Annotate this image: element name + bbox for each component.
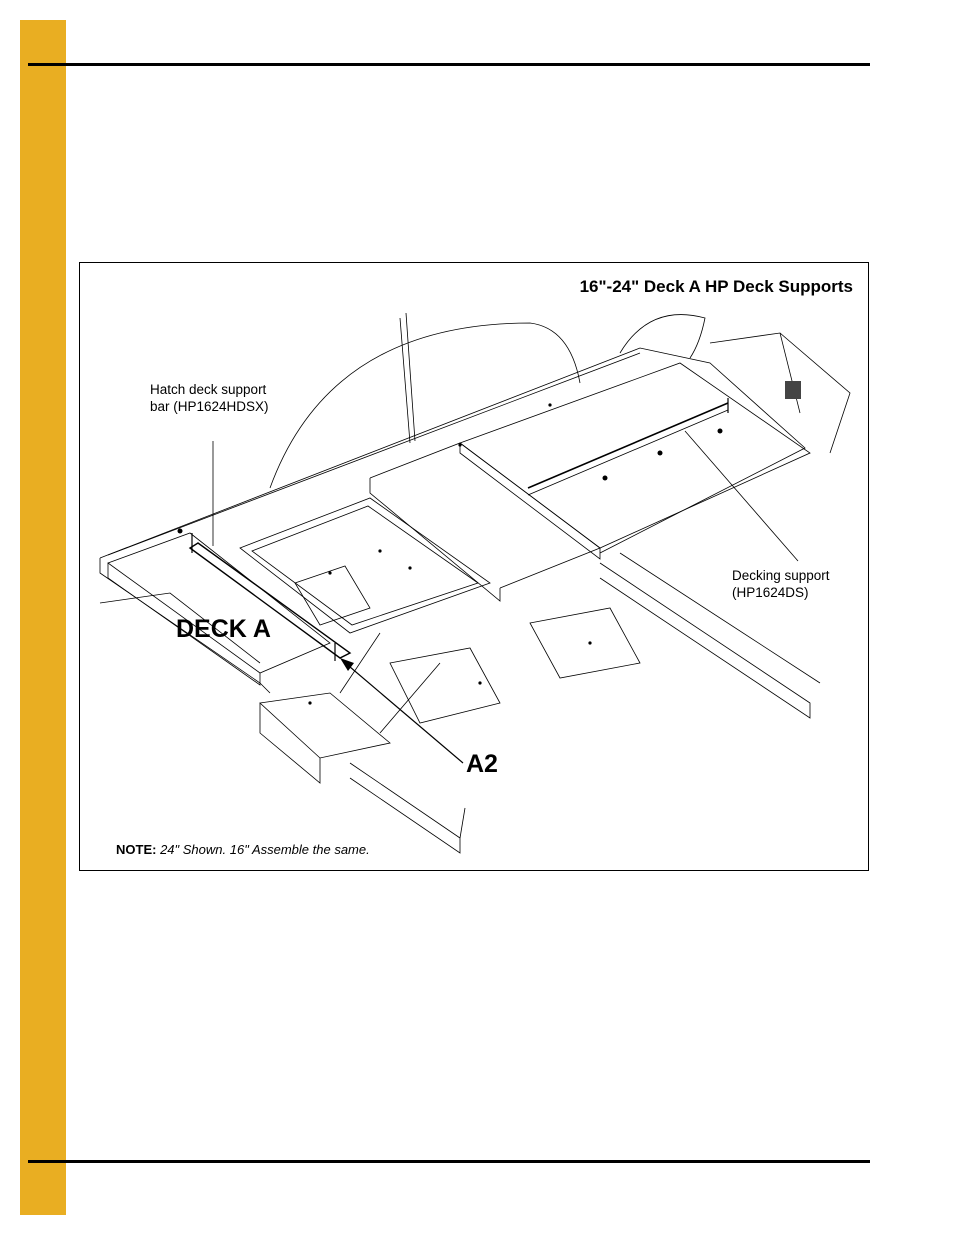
note-text: 24" Shown. 16" Assemble the same. — [160, 842, 370, 857]
hatch-callout-line-1: Hatch deck support — [150, 382, 267, 397]
deck-a-label: DECK A — [176, 615, 271, 643]
a2-detail-label: A2 — [466, 750, 498, 778]
figure-title: 16"-24" Deck A HP Deck Supports — [579, 277, 853, 296]
note-label: NOTE: — [116, 842, 157, 857]
decking-support-callout: Decking support (HP1624DS) — [732, 567, 830, 601]
side-color-tab — [20, 20, 66, 1215]
decking-callout-line-1: Decking support — [732, 568, 830, 583]
footer-rule — [28, 1160, 870, 1163]
assembly-drawing — [99, 312, 851, 854]
hatch-callout-line-2: bar (HP1624HDSX) — [150, 399, 269, 414]
figure-frame: 16"-24" Deck A HP Deck Supports Hatch de… — [79, 262, 869, 871]
hatch-support-callout: Hatch deck support bar (HP1624HDSX) — [150, 381, 269, 415]
header-rule — [28, 63, 870, 66]
decking-callout-line-2: (HP1624DS) — [732, 585, 809, 600]
figure-note: NOTE: 24" Shown. 16" Assemble the same. — [116, 842, 370, 857]
